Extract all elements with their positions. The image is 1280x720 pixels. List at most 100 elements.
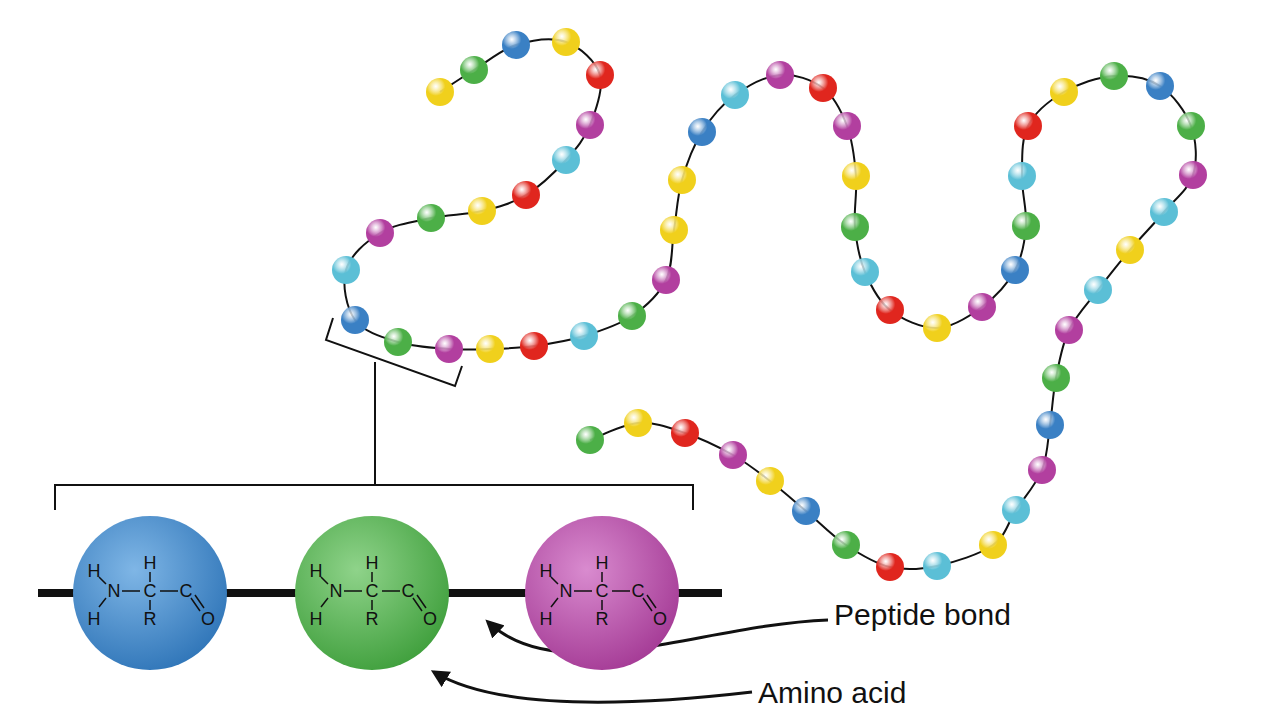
amino-acid-circle: HNHHCRCO <box>72 515 228 671</box>
atom-symbol: C <box>402 582 415 600</box>
amino-acid-bead <box>876 296 904 324</box>
atom-symbol: H <box>310 610 323 628</box>
peptide-bond-line <box>226 589 296 597</box>
zoom-leader <box>374 362 376 485</box>
amino-acid-bead <box>652 266 680 294</box>
amino-acid-bead <box>332 256 360 284</box>
amino-acid-circle: HNHHCRCO <box>524 515 680 671</box>
atom-symbol: H <box>540 610 553 628</box>
amino-acid-bead <box>756 467 784 495</box>
amino-acid-bead <box>1036 411 1064 439</box>
atom-symbol: H <box>310 562 323 580</box>
amino-acid-bead <box>1179 161 1207 189</box>
amino-acid-bead <box>668 166 696 194</box>
amino-acid-bead <box>586 61 614 89</box>
amino-acid-bead <box>1028 456 1056 484</box>
atom-symbol: C <box>144 582 157 600</box>
amino-acid-bead <box>618 302 646 330</box>
amino-acid-bead <box>570 322 598 350</box>
atom-symbol: O <box>201 610 215 628</box>
atom-symbol: H <box>144 554 157 572</box>
amino-acid-bead <box>624 409 652 437</box>
chemical-bond <box>321 572 426 611</box>
amino-acid-bead <box>1001 256 1029 284</box>
atom-symbol: H <box>366 554 379 572</box>
amino-acid-bead <box>923 552 951 580</box>
amino-acid-bead <box>841 213 869 241</box>
amino-acid-bead <box>1100 62 1128 90</box>
amino-acid-bead <box>384 328 412 356</box>
atom-symbol: C <box>596 582 609 600</box>
amino-acid-bead <box>1150 198 1178 226</box>
amino-acid-bead <box>833 112 861 140</box>
atom-symbol: N <box>560 582 573 600</box>
amino-acid-bead <box>476 335 504 363</box>
peptide-bond-line <box>448 589 526 597</box>
amino-acid-bead <box>502 31 530 59</box>
amino-acid-bead <box>660 216 688 244</box>
amino-acid-bead <box>1014 112 1042 140</box>
atom-symbol: R <box>144 610 157 628</box>
atom-symbol: N <box>108 582 121 600</box>
atom-symbol: N <box>330 582 343 600</box>
atom-symbol: O <box>423 610 437 628</box>
amino-acid-bead <box>341 306 369 334</box>
amino-acid-bead <box>1116 236 1144 264</box>
amino-acid-arrow <box>434 672 752 702</box>
amino-acid-bead <box>721 81 749 109</box>
amino-acid-bead <box>576 426 604 454</box>
amino-acid-bead <box>435 335 463 363</box>
amino-acid-bead <box>1177 112 1205 140</box>
amino-acid-bead <box>792 497 820 525</box>
amino-acid-bead <box>1008 162 1036 190</box>
amino-acid-bead <box>1050 78 1078 106</box>
amino-acid-bead <box>876 553 904 581</box>
amino-acid-bead <box>1042 364 1070 392</box>
atom-symbol: R <box>366 610 379 628</box>
zoom-bracket-wide <box>55 485 693 510</box>
atom-symbol: H <box>540 562 553 580</box>
amino-acid-bead <box>552 146 580 174</box>
atom-symbol: C <box>632 582 645 600</box>
callout-label: Peptide bond <box>834 598 1011 632</box>
amino-acid-bead <box>426 78 454 106</box>
amino-acid-bead <box>1146 72 1174 100</box>
amino-acid-bead <box>688 118 716 146</box>
amino-acid-bead <box>468 197 496 225</box>
amino-acid-bead <box>979 531 1007 559</box>
amino-acid-bead <box>520 332 548 360</box>
amino-acid-bead <box>1055 316 1083 344</box>
amino-acid-bead <box>576 111 604 139</box>
chemical-bond <box>551 572 656 611</box>
atom-symbol: C <box>180 582 193 600</box>
atom-symbol: O <box>653 610 667 628</box>
amino-acid-bead <box>1012 212 1040 240</box>
zoom-bracket <box>326 318 462 386</box>
amino-acid-bead <box>366 219 394 247</box>
atom-symbol: C <box>366 582 379 600</box>
amino-acid-bead <box>842 162 870 190</box>
amino-acid-bead <box>968 293 996 321</box>
amino-acid-bead <box>719 441 747 469</box>
atom-symbol: H <box>596 554 609 572</box>
amino-acid-bead <box>552 28 580 56</box>
amino-acid-circle: HNHHCRCO <box>294 515 450 671</box>
callout-label: Amino acid <box>758 676 906 710</box>
amino-acid-bead <box>809 74 837 102</box>
amino-acid-bead <box>512 181 540 209</box>
amino-acid-bead <box>671 419 699 447</box>
amino-acid-bead <box>851 258 879 286</box>
amino-acid-bead <box>1002 496 1030 524</box>
amino-acid-bead <box>460 56 488 84</box>
atom-symbol: H <box>88 562 101 580</box>
amino-acid-bead <box>923 314 951 342</box>
bead-group <box>332 28 1207 581</box>
atom-symbol: H <box>88 610 101 628</box>
chain-backbone <box>344 40 1195 570</box>
amino-acid-bead <box>766 61 794 89</box>
atom-symbol: R <box>596 610 609 628</box>
amino-acid-bead <box>832 531 860 559</box>
amino-acid-bead <box>417 204 445 232</box>
chemical-bond <box>99 572 204 611</box>
